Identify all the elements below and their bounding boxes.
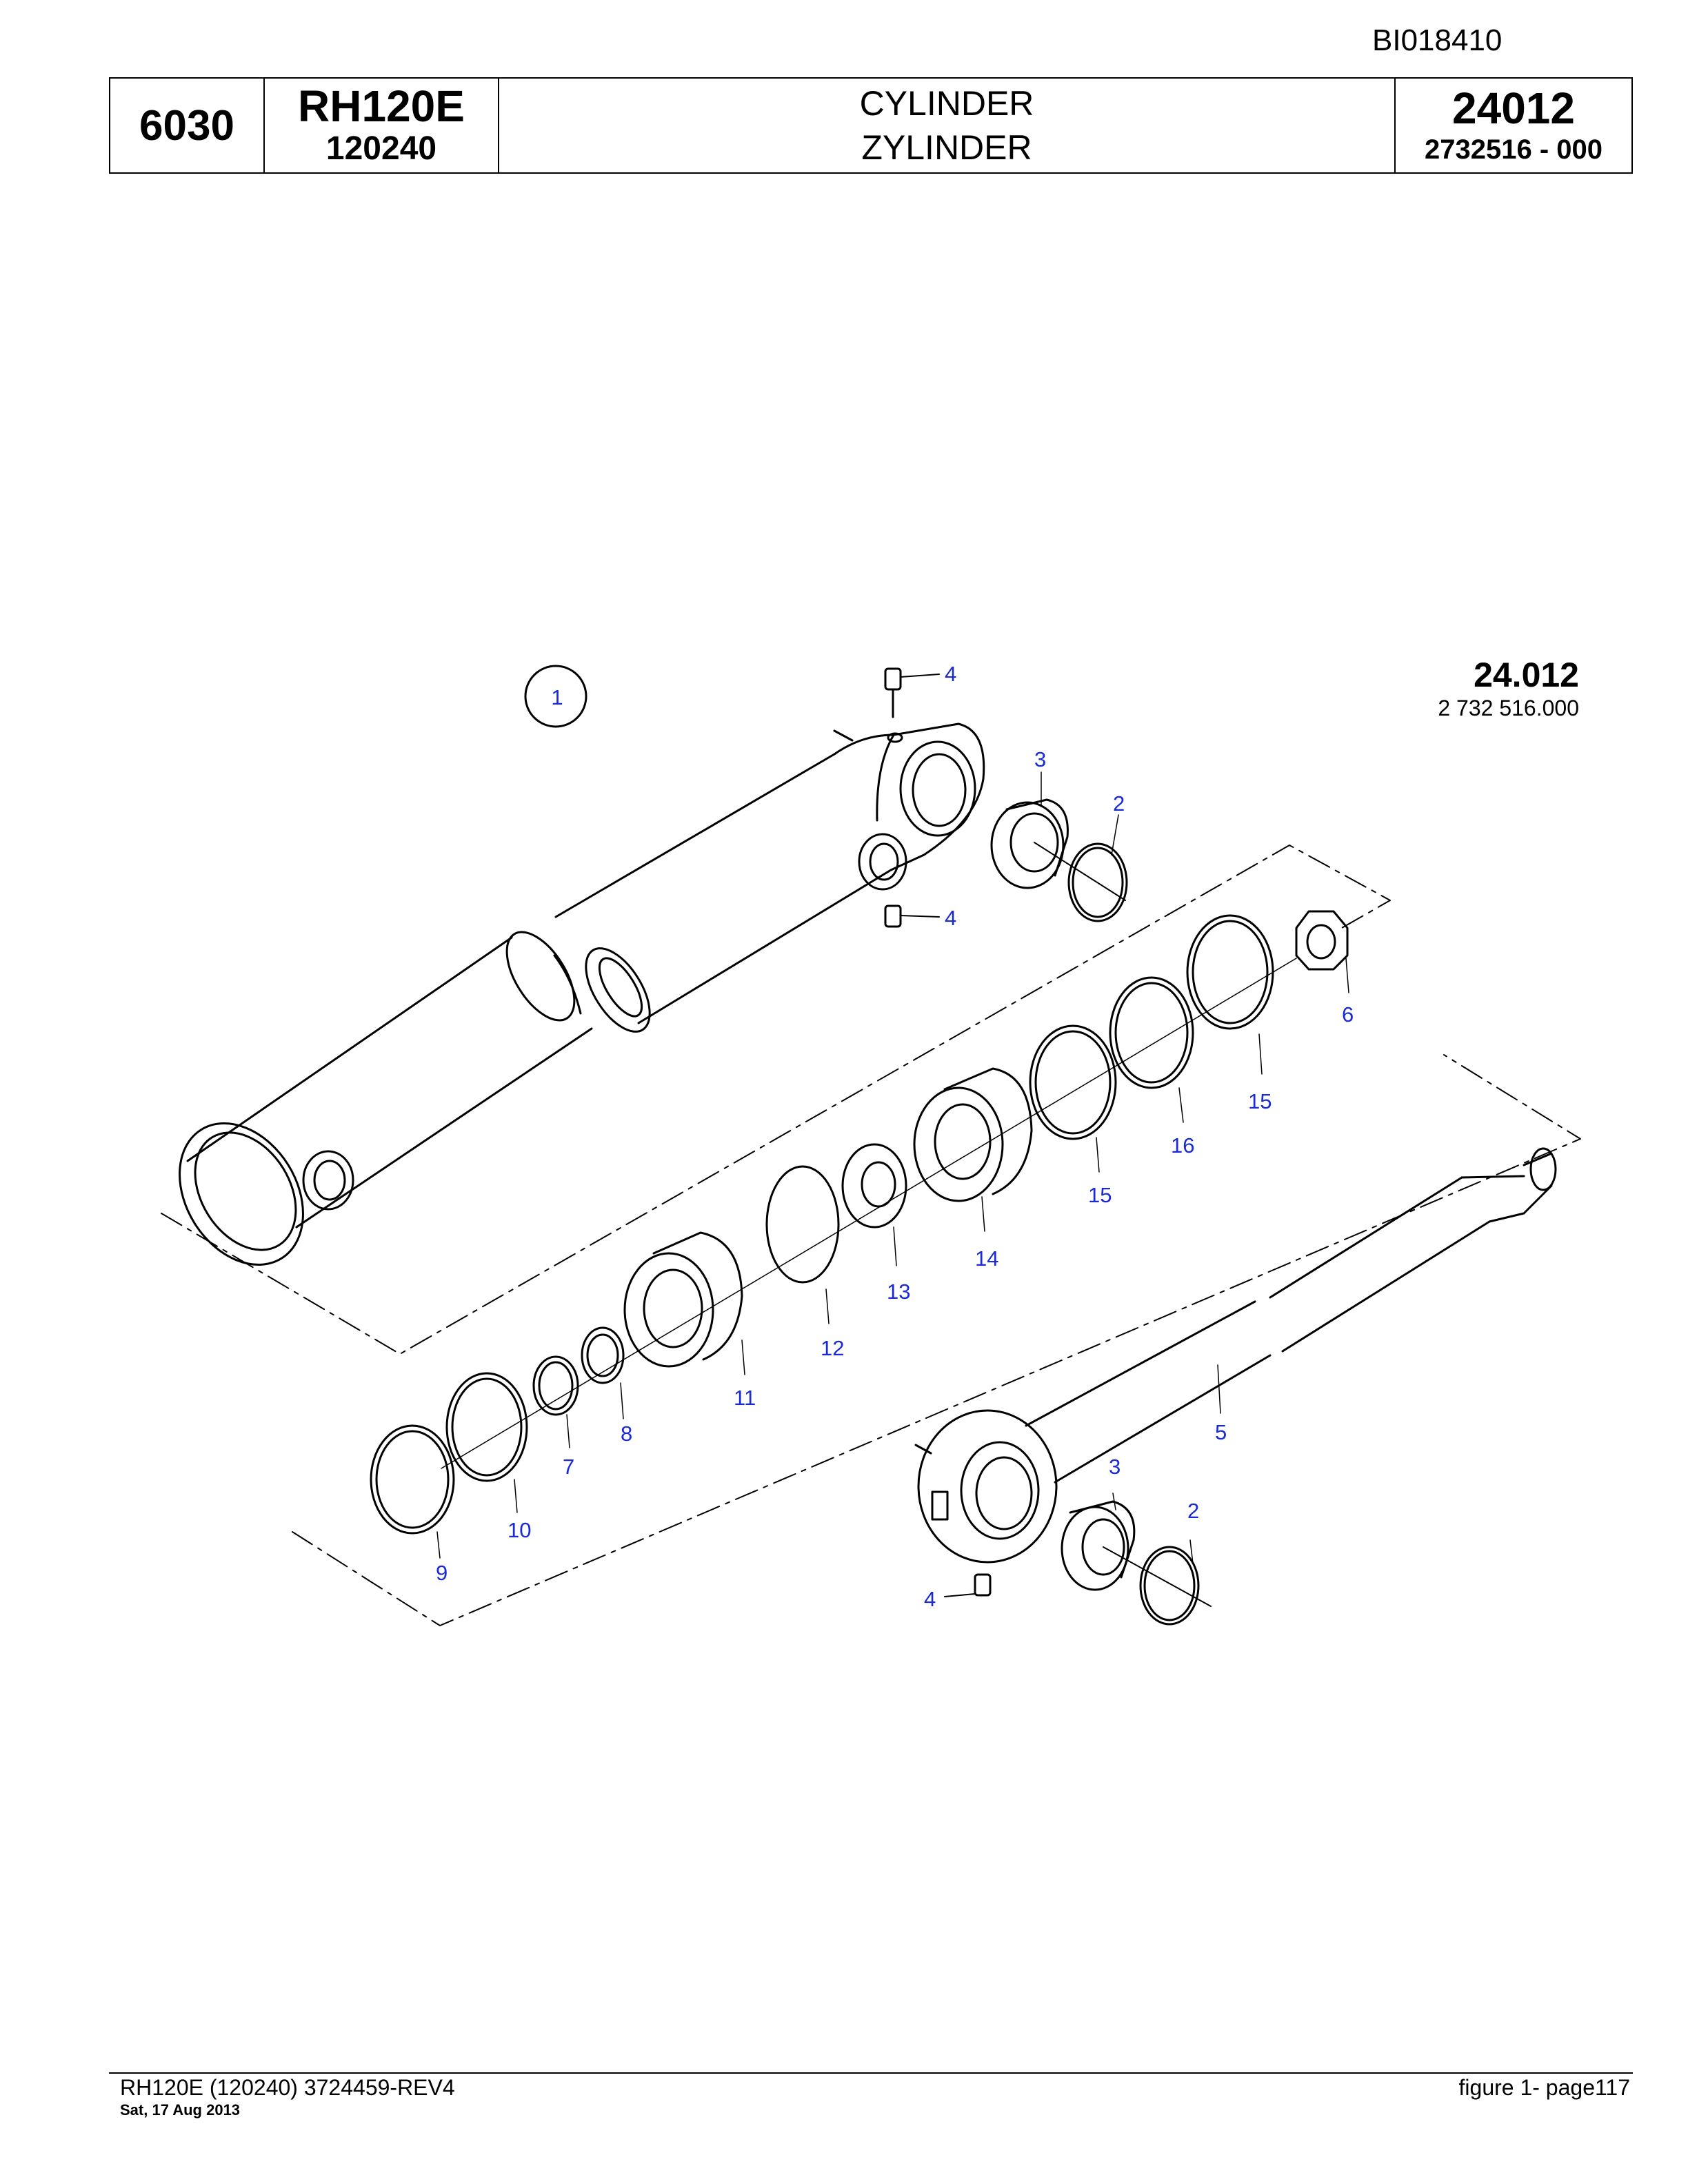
wear-ring-15a	[1186, 914, 1274, 1030]
footer-reference: RH120E (120240) 3724459-REV4	[120, 2075, 455, 2100]
group-number: 6030	[139, 101, 234, 150]
assembly-callout: 1	[551, 685, 563, 709]
callout-2-lower: 2	[1187, 1499, 1199, 1523]
callout-4-rod: 4	[924, 1587, 936, 1611]
callout-8: 8	[621, 1422, 632, 1446]
callout-10: 10	[508, 1518, 531, 1542]
part-number: 2732516 - 000	[1424, 134, 1602, 165]
grease-nipple-top	[884, 667, 940, 718]
title-german: ZYLINDER	[861, 128, 1032, 167]
piston-rod	[914, 1147, 1557, 1564]
callout-16: 16	[1171, 1133, 1194, 1157]
piston-seal-16	[1109, 976, 1194, 1089]
nut	[1295, 910, 1349, 971]
circlip-upper	[1067, 842, 1128, 922]
callout-leaders	[436, 771, 1349, 1564]
wear-ring-15b	[1029, 1024, 1117, 1140]
title-cell: CYLINDER ZYLINDER	[499, 79, 1396, 172]
circlip-lower	[1139, 1546, 1200, 1626]
assembly-plane-upper	[161, 845, 1391, 1355]
assembly-callout-circle	[524, 665, 587, 728]
footer-divider	[109, 2072, 1633, 2074]
seal-8	[581, 1326, 625, 1384]
grease-nipple-bottom	[884, 904, 940, 928]
figure-label-part: 2 732 516.000	[1438, 696, 1579, 720]
figure-number: 24012	[1452, 83, 1575, 133]
callout-11: 11	[734, 1386, 756, 1410]
callout-6: 6	[1342, 1002, 1354, 1027]
footer-date: Sat, 17 Aug 2013	[120, 2101, 241, 2119]
o-ring-12	[765, 1165, 840, 1284]
grease-nipple-rod	[944, 1573, 992, 1597]
callout-3-lower: 3	[1109, 1455, 1121, 1479]
serial-number: 120240	[325, 130, 437, 167]
callout-14: 14	[975, 1246, 998, 1271]
ring-9	[370, 1424, 455, 1535]
title-block: 6030 RH120E 120240 CYLINDER ZYLINDER 240…	[109, 77, 1633, 174]
footer-page: figure 1- page117	[1458, 2075, 1630, 2100]
callout-2-upper: 2	[1113, 791, 1125, 816]
callout-4-top: 4	[945, 662, 956, 686]
piston-11	[623, 1231, 743, 1368]
callout-9: 9	[436, 1561, 448, 1585]
seal-7	[532, 1355, 579, 1416]
piston-14	[913, 1067, 1033, 1202]
group-cell: 6030	[110, 79, 265, 172]
callout-12: 12	[821, 1336, 844, 1360]
figure-cell: 24012 2732516 - 000	[1396, 79, 1631, 172]
callout-7: 7	[563, 1455, 574, 1479]
assembly-plane-lower	[292, 1054, 1581, 1626]
callout-5: 5	[1215, 1420, 1227, 1444]
ring-10	[445, 1372, 528, 1482]
cylinder-barrel-upper	[554, 722, 985, 1033]
model-cell: RH120E 120240	[265, 79, 499, 172]
callout-3-upper: 3	[1034, 747, 1046, 771]
figure-label-number: 24.012	[1474, 656, 1579, 694]
callout-13: 13	[887, 1280, 910, 1304]
assembly-axis	[441, 958, 1297, 1469]
model-name: RH120E	[298, 81, 465, 131]
bearing-upper	[990, 798, 1126, 901]
cylinder-barrel-lower	[179, 931, 593, 1266]
document-id: BI018410	[1372, 23, 1503, 57]
guide-ring-13	[841, 1143, 907, 1228]
callout-4-barrel: 4	[945, 906, 956, 930]
title-english: CYLINDER	[859, 84, 1034, 123]
callout-15b: 15	[1088, 1183, 1112, 1207]
callout-15a: 15	[1248, 1089, 1272, 1113]
footer-left: RH120E (120240) 3724459-REV4 Sat, 17 Aug…	[120, 2074, 455, 2119]
figure-label: 24.012 2 732 516.000	[1438, 655, 1579, 721]
